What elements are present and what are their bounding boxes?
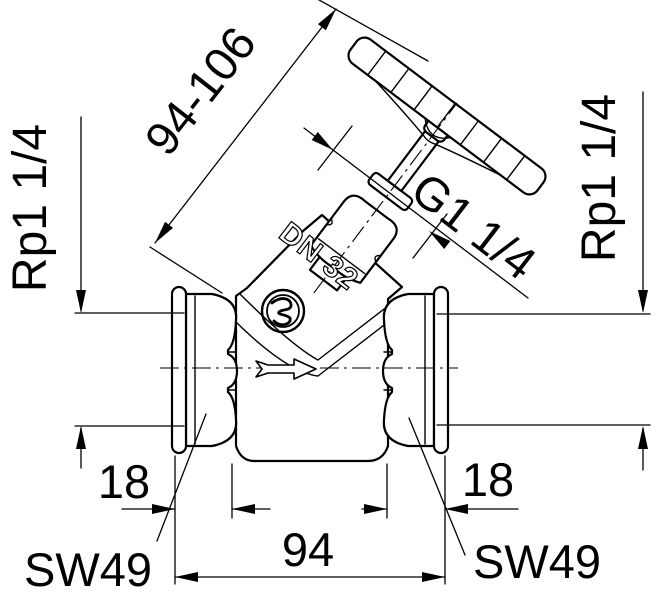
flow-direction-arrow-icon	[255, 358, 317, 380]
arrowhead	[429, 231, 451, 249]
stem-centerline	[313, 102, 458, 294]
right-thread-label: Rp1 1/4	[573, 94, 626, 262]
arrowhead	[232, 504, 255, 514]
dimension-left-end: 18	[98, 455, 271, 514]
dimension-left-thread: Rp1 1/4	[4, 116, 185, 469]
body-wedge-line-upper	[239, 293, 389, 361]
callout-left-wrench: SW49	[24, 413, 207, 596]
dimension-face-to-face: 94	[174, 523, 446, 582]
stem-centerline-group	[313, 102, 458, 294]
body-wedge-line-lower	[235, 321, 389, 377]
left-thread-label: Rp1 1/4	[4, 124, 57, 292]
union-nut-scallop	[325, 217, 333, 226]
arrowhead	[317, 9, 336, 31]
left-end-length-label: 18	[98, 455, 150, 508]
logo-outer-circle	[260, 288, 306, 334]
handwheel-spokes	[370, 75, 507, 179]
handwheel-segments	[366, 50, 526, 181]
right-hex-notches	[383, 351, 393, 391]
logo-glyph	[270, 297, 293, 327]
callout-right-wrench: SW49	[408, 417, 601, 588]
left-wrench-size-label: SW49	[24, 543, 152, 596]
arrowhead	[638, 290, 648, 313]
manufacturer-logo	[260, 288, 306, 334]
right-end-length-label: 18	[462, 453, 514, 506]
height-range-label: 94-106	[134, 17, 266, 165]
right-wrench-size-label: SW49	[473, 535, 601, 588]
dimension-right-end: 18	[361, 453, 519, 514]
arrowhead	[445, 504, 468, 514]
arrowhead	[76, 290, 86, 313]
logo-inner-circle	[266, 294, 300, 328]
face-to-face-label: 94	[282, 523, 334, 576]
left-hex	[184, 292, 239, 448]
arrowhead	[364, 504, 387, 514]
left-connection	[170, 285, 239, 455]
arrowhead	[422, 572, 445, 582]
right-hex	[381, 292, 436, 448]
right-connection	[381, 285, 450, 455]
arrowhead	[175, 572, 198, 582]
arrowhead	[311, 132, 333, 150]
left-end-ring	[170, 285, 188, 455]
arrowhead	[155, 221, 174, 243]
right-end-ring	[432, 285, 450, 455]
dimension-right-thread: Rp1 1/4	[436, 91, 651, 471]
arrowhead	[152, 504, 175, 514]
left-hex-notches	[227, 351, 237, 391]
union-nut-scallop	[374, 254, 382, 263]
